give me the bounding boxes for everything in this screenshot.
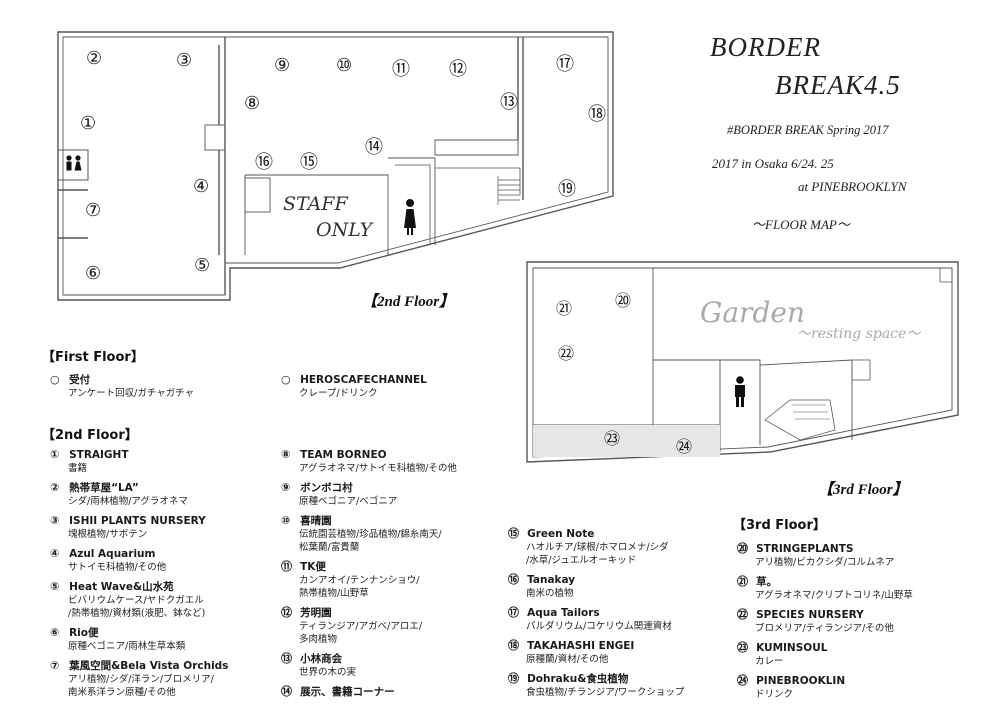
list-item: ⑰ Aqua Tailors パルダリウム/コケリウム関連資材 (508, 606, 672, 632)
event-title-line1: BORDER (710, 32, 821, 62)
event-title-line2: BREAK4.5 (775, 70, 901, 100)
staff-only-label-line1: STAFF (283, 193, 348, 215)
list-item: ㉔ PINEBROOKLIN ドリンク (737, 674, 846, 700)
booth-1: ① (80, 113, 97, 134)
list-item: ⑱ TAKAHASHI ENGEI 原種蘭/資材/その他 (508, 639, 635, 665)
list-item: ⑧ TEAM BORNEO アグラオネマ/サトイモ科植物/その他 (281, 448, 457, 474)
third-floor-heading: 【3rd Floor】 (733, 518, 826, 533)
entry-name: 受付 (69, 374, 91, 386)
booth-13: ⑬ (500, 92, 518, 113)
second-floor-heading: 【2nd Floor】 (42, 428, 138, 443)
list-item: ㉒ SPECIES NURSERY ブロメリア/ティランジア/その他 (737, 608, 894, 634)
entry-detail: クレープ/ドリンク (299, 388, 378, 399)
list-item: ⑲ Dohraku&食虫植物 食虫植物/チランジア/ワークショップ (508, 672, 685, 698)
booth-2: ② (86, 48, 103, 69)
booth-17: ⑰ (556, 54, 574, 75)
booth-14: ⑭ (365, 137, 383, 158)
restroom-women-icon (404, 199, 416, 235)
list-item: ③ ISHII PLANTS NURSERY 塊根植物/サボテン (50, 514, 206, 540)
third-floor-list: ⑳ STRINGEPLANTS アリ植物/ビカクシダ/コルムネア ㉑ 草。 アグ… (737, 540, 967, 701)
list-item: ⑯ Tanakay 南米の植物 (508, 573, 576, 599)
list-item: ㉑ 草。 アグラオネマ/クリプトコリネ/山野草 (737, 575, 913, 601)
booth-5: ⑤ (194, 255, 211, 276)
list-item: ② 熱帯草屋“LA” シダ/雨林植物/アグラオネマ (50, 481, 188, 507)
booth-7: ⑦ (85, 200, 102, 221)
floor-map-title: 〜FLOOR MAP〜 (752, 217, 850, 232)
list-item: ⑬ 小林商会 世界の木の実 (281, 652, 357, 678)
booth-22: ㉒ (558, 344, 575, 363)
event-venue: at PINEBROOKLYN (798, 179, 907, 194)
list-item: ⑪ TK便 カンアオイ/テンナンショウ/ 熱帯植物/山野草 (281, 560, 420, 599)
event-date: 2017 in Osaka 6/24. 25 (712, 156, 834, 171)
list-item: ⑫ 芳明園 ティランジア/アガベ/アロエ/ 多肉植物 (281, 606, 423, 645)
booth-21: ㉑ (556, 299, 573, 318)
garden-sublabel: 〜resting space〜 (797, 326, 921, 342)
booth-24: ㉔ (676, 437, 693, 456)
booth-6: ⑥ (85, 263, 102, 284)
list-item: ○ HEROSCAFECHANNEL クレープ/ドリンク (281, 371, 521, 400)
second-floor-list-col1: ① STRAIGHT 書籍 ② 熱帯草屋“LA” シダ/雨林植物/アグラオネマ … (50, 446, 280, 699)
list-item: ⑦ 葉風空間&Bela Vista Orchids アリ植物/シダ/洋ラン/ブロ… (50, 659, 229, 698)
booth-4: ④ (193, 176, 210, 197)
list-item: ⑩ 喜晴園 伝統園芸植物/珍品植物/錦糸南天/ 松葉蘭/富貴蘭 (281, 514, 442, 553)
list-item: ⑥ Rio便 原種ベゴニア/雨林生草本類 (50, 626, 186, 652)
list-item: ○ 受付 アンケート回収/ガチャガチャ (50, 371, 290, 400)
floor3-map-label: 【3rd Floor】 (818, 482, 908, 498)
list-item: ④ Azul Aquarium サトイモ科植物/その他 (50, 547, 167, 573)
booth-3: ③ (176, 50, 193, 71)
list-item: ⑨ ボンボコ村 原種ベゴニア/ベゴニア (281, 481, 398, 507)
booth-23: ㉓ (604, 429, 621, 448)
floor2-outline (57, 31, 614, 301)
second-floor-list-col2: ⑧ TEAM BORNEO アグラオネマ/サトイモ科植物/その他 ⑨ ボンボコ村… (281, 446, 511, 699)
garden-label: Garden (700, 296, 805, 329)
entry-name: HEROSCAFECHANNEL (300, 374, 427, 386)
booth-15: ⑮ (300, 152, 318, 173)
first-floor-heading: 【First Floor】 (42, 350, 144, 365)
list-item: ⑤ Heat Wave&山水苑 ビバリウムケース/ヤドクガエル /熱帯植物/資材… (50, 580, 206, 619)
list-item: ⑭ 展示、書籍コーナー (281, 685, 395, 698)
booth-9: ⑨ (274, 55, 291, 76)
booth-16: ⑯ (255, 152, 273, 173)
list-item: ⑮ Green Note ハオルチア/球根/ホマロメナ/シダ /水草/ジュエルオ… (508, 527, 669, 566)
list-item: ① STRAIGHT 書籍 (50, 448, 129, 474)
booth-12: ⑫ (449, 59, 467, 80)
booth-10: ⑩ (336, 55, 353, 76)
entry-detail: アンケート回収/ガチャガチャ (68, 388, 195, 399)
booth-19: ⑲ (558, 179, 576, 200)
booth-8: ⑧ (244, 93, 261, 114)
second-floor-list-col3: ⑮ Green Note ハオルチア/球根/ホマロメナ/シダ /水草/ジュエルオ… (508, 525, 728, 699)
booth-20: ⑳ (615, 291, 632, 310)
floor3-outline (526, 261, 959, 463)
floor2-map-label: 【2nd Floor】 (362, 294, 455, 310)
event-hashtag: #BORDER BREAK Spring 2017 (727, 123, 889, 137)
restroom-men-icon (735, 376, 745, 407)
booth-11: ⑪ (392, 59, 410, 80)
list-item: ㉓ KUMINSOUL カレー (737, 641, 828, 667)
booth-18: ⑱ (588, 104, 606, 125)
restroom-icon (66, 155, 82, 171)
list-item: ⑳ STRINGEPLANTS アリ植物/ビカクシダ/コルムネア (737, 542, 895, 568)
staff-only-label-line2: ONLY (316, 219, 373, 241)
